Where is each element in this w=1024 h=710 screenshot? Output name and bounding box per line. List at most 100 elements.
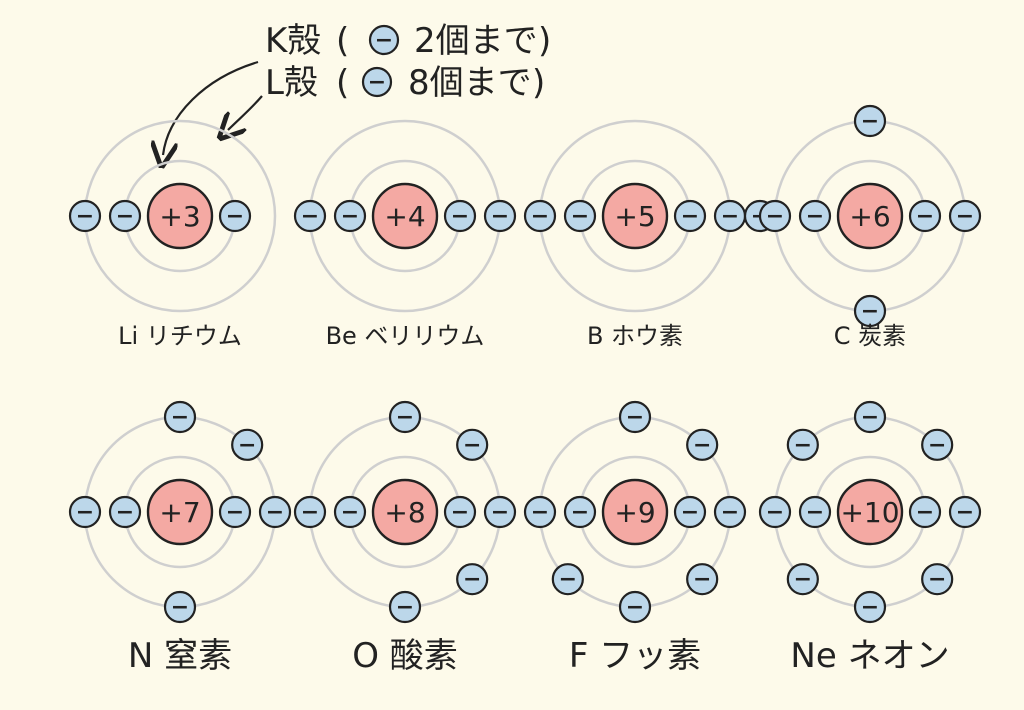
electron-sign: −	[571, 204, 589, 229]
k-shell-electron: −	[673, 199, 707, 233]
electron-sign: −	[928, 567, 946, 592]
electron-sign: −	[693, 433, 711, 458]
k-shell-electron: −	[908, 199, 942, 233]
l-shell-electron: −	[456, 563, 489, 596]
electron-sign: −	[861, 405, 879, 430]
electron-sign: −	[341, 204, 359, 229]
electron-sign: −	[451, 204, 469, 229]
minus-circle-icon: −	[361, 66, 393, 98]
l-shell-electron: −	[853, 400, 887, 434]
electron-sign: −	[681, 204, 699, 229]
atom-label: N 窒素	[128, 636, 232, 676]
legend-l-shell-capacity: 8個まで	[408, 63, 532, 103]
electron-sign: −	[916, 204, 934, 229]
electron-sign: −	[226, 500, 244, 525]
electron-sign: −	[491, 204, 509, 229]
nucleus-charge: +5	[614, 200, 655, 233]
legend-k-paren-close: )	[538, 21, 551, 61]
l-shell-electron: −	[758, 199, 792, 233]
l-shell-electron: −	[523, 199, 557, 233]
atom-b: +5−−−−−B ホウ素	[523, 119, 777, 350]
electron-sign: −	[491, 500, 509, 525]
atom-f: +9−−−−−−−−−F フッ素	[523, 400, 747, 676]
electron-sign: −	[171, 405, 189, 430]
electron-sign: −	[76, 500, 94, 525]
electron-sign: −	[463, 433, 481, 458]
k-shell-electron: −	[333, 199, 367, 233]
l-shell-electron: −	[758, 495, 792, 529]
electron-sign: −	[531, 204, 549, 229]
l-shell-electron: −	[293, 199, 327, 233]
electron-sign: −	[301, 204, 319, 229]
nucleus: +4	[371, 182, 439, 250]
atom-ne: +10−−−−−−−−−−Ne ネオン	[758, 400, 982, 676]
electron-sign: −	[396, 595, 414, 620]
atom-label: O 酸素	[352, 636, 458, 676]
k-shell-electron: −	[908, 495, 942, 529]
electron-sign: −	[916, 500, 934, 525]
k-shell-electron: −	[108, 199, 142, 233]
electron-sign: −	[956, 204, 974, 229]
electron-sign: −	[463, 567, 481, 592]
atom-label: Be ベリリウム	[326, 322, 485, 350]
nucleus: +8	[371, 478, 439, 546]
atom-label: F フッ素	[569, 636, 701, 676]
electron-sign: −	[861, 595, 879, 620]
atom-label: B ホウ素	[587, 322, 683, 350]
l-shell-electron: −	[786, 428, 819, 461]
legend-k-paren-open: (	[336, 21, 349, 61]
l-shell-electron: −	[483, 495, 517, 529]
nucleus-charge: +6	[849, 200, 890, 233]
k-shell-pointer-arrow	[163, 60, 259, 155]
electron-sign: −	[396, 405, 414, 430]
electron-sign: −	[766, 500, 784, 525]
k-shell-electron: −	[443, 199, 477, 233]
electron-sign: −	[571, 500, 589, 525]
l-shell-pointer-arrow	[228, 95, 263, 130]
atom-o: +8−−−−−−−−O 酸素	[293, 400, 517, 676]
atom-li: +3−−−Li リチウム	[68, 119, 277, 350]
l-shell-electron: −	[483, 199, 517, 233]
legend-k-shell-capacity: 2個まで	[414, 21, 538, 61]
l-shell-electron: −	[388, 590, 422, 624]
legend-l-shell-name: L殻	[265, 63, 318, 103]
legend-l-paren-close: )	[532, 63, 545, 103]
atom-label: Li リチウム	[118, 322, 242, 350]
electron-sign: −	[861, 299, 879, 324]
electron-sign: −	[226, 204, 244, 229]
electron-sign: −	[626, 405, 644, 430]
electron-sign: −	[341, 500, 359, 525]
electron-sign: −	[266, 500, 284, 525]
k-shell-electron: −	[333, 495, 367, 529]
electron-sign: −	[721, 500, 739, 525]
shell-legend: K殻 ( − 2個まで ) L殻 ( − 8個まで )	[163, 21, 551, 155]
nucleus: +9	[601, 478, 669, 546]
legend-k-shell-name: K殻	[265, 21, 321, 61]
electron-sign: −	[693, 567, 711, 592]
electron-sign: −	[766, 204, 784, 229]
l-shell-electron: −	[258, 495, 292, 529]
l-shell-electron: −	[456, 428, 489, 461]
k-shell-electron: −	[798, 199, 832, 233]
l-shell-electron: −	[853, 294, 887, 328]
l-shell-electron: −	[948, 199, 982, 233]
electron-sign: −	[171, 595, 189, 620]
l-shell-electron: −	[163, 590, 197, 624]
l-shell-electron: −	[293, 495, 327, 529]
l-shell-electron: −	[68, 495, 102, 529]
k-shell-electron: −	[108, 495, 142, 529]
minus-circle-icon: −	[368, 24, 400, 56]
k-shell-electron: −	[673, 495, 707, 529]
electron-sign: −	[301, 500, 319, 525]
atom-c: +6−−−−−−C 炭素	[758, 104, 982, 350]
l-shell-electron: −	[618, 590, 652, 624]
l-shell-electron: −	[786, 563, 819, 596]
k-shell-electron: −	[563, 495, 597, 529]
electron-sign: −	[116, 204, 134, 229]
nucleus-charge: +9	[614, 496, 655, 529]
nucleus-charge: +8	[384, 496, 425, 529]
nucleus: +7	[146, 478, 214, 546]
k-shell-electron: −	[443, 495, 477, 529]
atom-label: C 炭素	[834, 322, 906, 350]
